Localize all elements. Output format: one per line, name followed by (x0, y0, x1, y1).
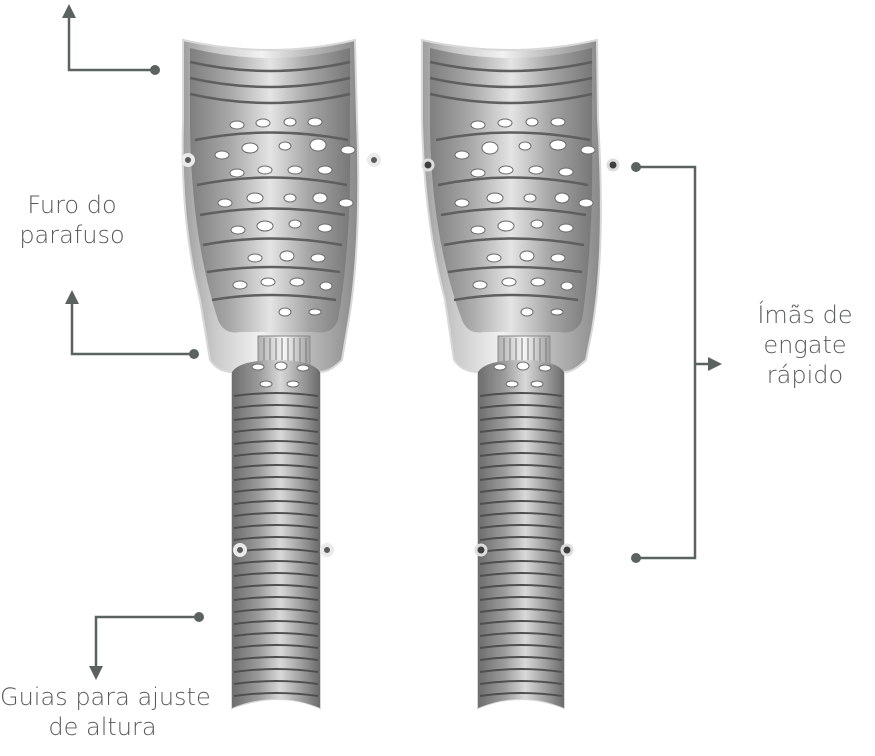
label-magnets: Ímãs de engate rápido (740, 300, 870, 390)
label-screw-hole-line-1: Furo do (12, 190, 132, 220)
label-magnets-line-3: rápido (740, 360, 870, 390)
label-screw-hole: Furo do parafuso (12, 190, 132, 250)
label-height-guides-line-1: Guias para ajuste (0, 682, 205, 712)
arrow-up-icon (65, 290, 79, 304)
shell-right-magnet-lower-right (562, 545, 572, 555)
callout-dot (631, 553, 641, 563)
label-magnets-line-2: engate (740, 330, 870, 360)
callout-screw-hole-line (72, 300, 194, 354)
callout-magnets-bracket (636, 167, 695, 558)
shell-left-tube (232, 360, 320, 708)
shell-left-screw-hole-upper-left (183, 155, 193, 165)
shell-right-tube (478, 360, 564, 708)
label-screw-hole-line-2: parafuso (12, 220, 132, 250)
shell-right-magnet-upper-left (423, 160, 433, 170)
shell-right-magnet-lower-left (476, 545, 486, 555)
callout-dot (194, 612, 204, 622)
shell-left-screw-hole-lower-right (322, 545, 332, 555)
callout-top-left-line (69, 14, 155, 70)
arrow-up-icon (62, 4, 76, 18)
callout-dot (150, 65, 160, 75)
label-height-guides: Guias para ajuste de altura (0, 682, 205, 742)
callout-arrowheads (62, 4, 722, 680)
callout-height-guides-line (96, 617, 199, 670)
arrow-down-icon (89, 666, 103, 680)
shell-right (422, 40, 618, 708)
label-height-guides-line-2: de altura (0, 712, 205, 742)
shell-right-magnet-upper-right (608, 160, 618, 170)
label-magnets-line-1: Ímãs de (740, 300, 870, 330)
callout-dot (631, 162, 641, 172)
callout-lines (69, 14, 712, 670)
arrow-right-icon (708, 357, 722, 371)
shell-left (183, 40, 379, 708)
callout-dot (189, 349, 199, 359)
shell-left-screw-hole-upper-right (369, 155, 379, 165)
shell-left-screw-hole-lower-left (235, 545, 245, 555)
